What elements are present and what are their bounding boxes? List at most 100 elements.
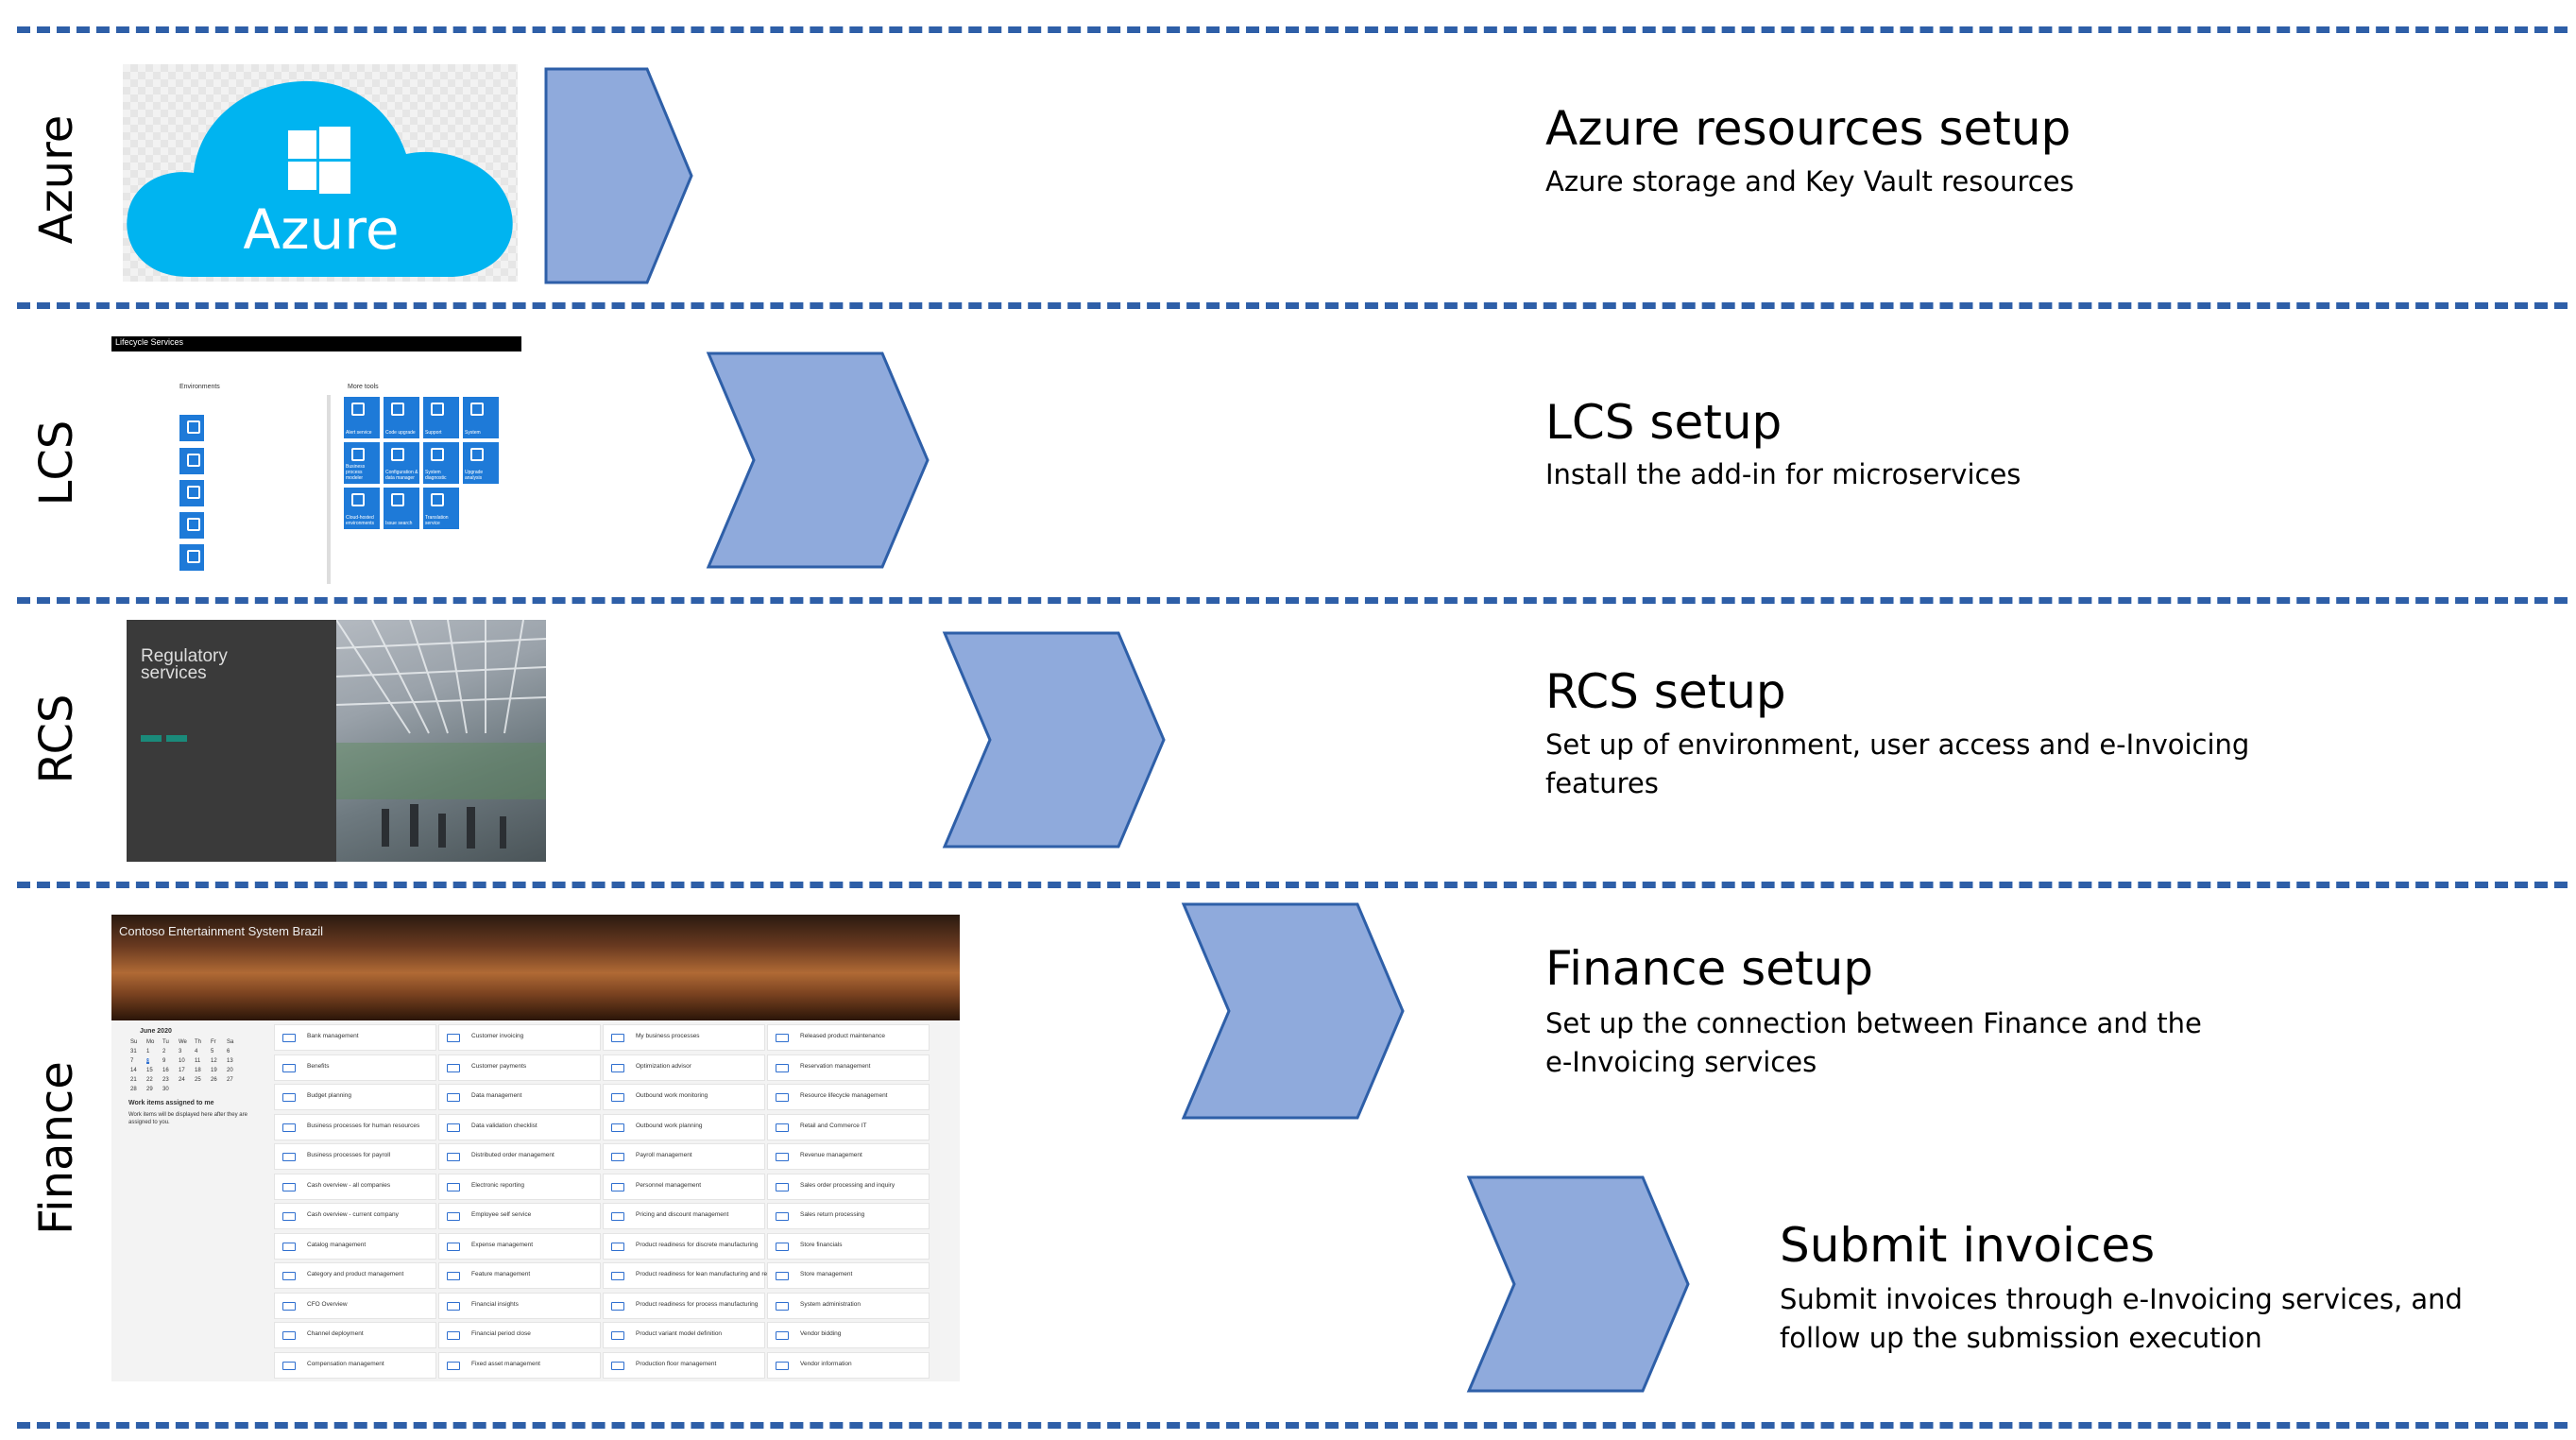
workspace-tile[interactable]: Sales order processing and inquiry <box>767 1173 930 1200</box>
calendar-day[interactable]: 20 <box>227 1068 233 1073</box>
workspace-tile[interactable]: Distributed order management <box>438 1143 601 1170</box>
calendar-day[interactable]: 28 <box>130 1087 137 1092</box>
workspace-tile[interactable]: Revenue management <box>767 1143 930 1170</box>
workspace-tile[interactable]: Budget planning <box>274 1084 436 1110</box>
calendar-day[interactable]: 7 <box>130 1058 134 1064</box>
workspace-tile[interactable]: Fixed asset management <box>438 1351 601 1379</box>
workspace-tile[interactable]: Benefits <box>274 1054 436 1081</box>
workspace-tile[interactable]: Store financials <box>767 1232 930 1260</box>
workspace-tile[interactable]: Personnel management <box>603 1173 765 1200</box>
calendar-day[interactable]: 29 <box>146 1087 153 1092</box>
workspace-tile[interactable]: Feature management <box>438 1262 601 1289</box>
workspace-tile[interactable]: Data validation checklist <box>438 1113 601 1140</box>
lcs-tool-tile[interactable]: Support <box>423 397 459 438</box>
workspace-tile[interactable]: Pricing and discount management <box>603 1203 765 1229</box>
lcs-tool-tile[interactable]: Translation service <box>423 488 459 529</box>
calendar-day[interactable]: 14 <box>130 1068 137 1073</box>
workspace-tile[interactable]: Financial period close <box>438 1322 601 1348</box>
workspace-tile[interactable]: Product readiness for discrete manufactu… <box>603 1232 765 1260</box>
calendar-day[interactable]: 2 <box>162 1049 166 1054</box>
workspace-tile[interactable]: Employee self service <box>438 1203 601 1229</box>
workspace-tile[interactable]: Reservation management <box>767 1054 930 1081</box>
workspace-tile[interactable]: Business processes for payroll <box>274 1143 436 1170</box>
workspace-tile[interactable]: Product readiness for process manufactur… <box>603 1292 765 1319</box>
calendar-day[interactable]: 15 <box>146 1068 153 1073</box>
calendar-day[interactable]: 11 <box>195 1058 201 1064</box>
lcs-env-tile[interactable] <box>179 480 204 506</box>
workspace-tile[interactable]: Expense management <box>438 1232 601 1260</box>
lcs-scrollbar[interactable] <box>327 395 331 584</box>
workspace-tile[interactable]: Customer invoicing <box>438 1024 601 1051</box>
calendar-day[interactable]: 18 <box>195 1068 201 1073</box>
workspace-tile[interactable]: Outbound work monitoring <box>603 1084 765 1110</box>
step-title-rcs: RCS setup <box>1545 664 1786 719</box>
lcs-tool-tile[interactable]: Cloud-hosted environments <box>344 488 380 529</box>
workspace-tile[interactable]: Outbound work planning <box>603 1113 765 1140</box>
workspace-tile[interactable]: Sales return processing <box>767 1203 930 1229</box>
workspace-tile[interactable]: Category and product management <box>274 1262 436 1289</box>
workspace-tile[interactable]: Vendor bidding <box>767 1322 930 1348</box>
workspace-tile[interactable]: Product readiness for lean manufacturing… <box>603 1262 800 1289</box>
workspace-tile[interactable]: Customer payments <box>438 1054 601 1081</box>
workspace-tile[interactable]: Financial insights <box>438 1292 601 1319</box>
lcs-tool-tile[interactable]: System diagnostic <box>423 442 459 484</box>
workspace-tile[interactable]: Vendor information <box>767 1351 930 1379</box>
lcs-tool-tile[interactable]: Issue search <box>384 488 419 529</box>
lcs-env-tile[interactable] <box>179 415 204 441</box>
calendar-day[interactable]: 12 <box>211 1058 217 1064</box>
workspace-tile[interactable]: Store management <box>767 1262 930 1289</box>
calendar-day[interactable]: 16 <box>162 1068 169 1073</box>
calendar-day[interactable]: 4 <box>195 1049 198 1054</box>
calendar-day[interactable]: 23 <box>162 1077 169 1083</box>
calendar-day[interactable]: 5 <box>211 1049 214 1054</box>
workspace-tile[interactable]: CFO Overview <box>274 1292 436 1319</box>
calendar-day[interactable]: 19 <box>211 1068 217 1073</box>
lcs-tool-tile[interactable]: Business process modeler <box>344 442 380 484</box>
calendar-day[interactable]: 30 <box>162 1087 169 1092</box>
lcs-env-tile[interactable] <box>179 544 204 571</box>
calendar-day[interactable]: 31 <box>130 1049 137 1054</box>
calendar-day[interactable]: 3 <box>179 1049 182 1054</box>
lcs-tool-tile[interactable]: Alert service <box>344 397 380 438</box>
rcs-sign-in-button[interactable] <box>166 735 187 742</box>
calendar-day[interactable]: 25 <box>195 1077 201 1083</box>
workspace-tile[interactable]: Compensation management <box>274 1351 436 1379</box>
calendar-day[interactable]: 1 <box>146 1049 150 1054</box>
lcs-env-tile[interactable] <box>179 512 204 539</box>
calendar-day[interactable]: 10 <box>179 1058 185 1064</box>
workspace-tile[interactable]: Cash overview - all companies <box>274 1173 436 1200</box>
calendar-day[interactable]: 8 <box>146 1058 150 1064</box>
workspace-tile[interactable]: Production floor management <box>603 1351 765 1379</box>
calendar-day[interactable]: 24 <box>179 1077 185 1083</box>
workspace-tile[interactable]: System administration <box>767 1292 930 1319</box>
calendar-day[interactable]: 22 <box>146 1077 153 1083</box>
rcs-sign-up-button[interactable] <box>141 735 162 742</box>
workspace-tile[interactable]: Optimization advisor <box>603 1054 765 1081</box>
workspace-label: Outbound work planning <box>636 1122 703 1129</box>
lcs-tool-tile[interactable]: Upgrade analysis <box>463 442 499 484</box>
workspace-tile[interactable]: Retail and Commerce IT <box>767 1113 930 1140</box>
lcs-tool-tile[interactable]: Configuration & data manager <box>384 442 419 484</box>
calendar-day[interactable]: 6 <box>227 1049 230 1054</box>
workspace-tile[interactable]: Payroll management <box>603 1143 765 1170</box>
lcs-tool-tile[interactable]: System <box>463 397 499 438</box>
workspace-tile[interactable]: Data management <box>438 1084 601 1110</box>
lcs-tool-tile[interactable]: Code upgrade <box>384 397 419 438</box>
workspace-tile[interactable]: My business processes <box>603 1024 765 1051</box>
workspace-tile[interactable]: Resource lifecycle management <box>767 1084 930 1110</box>
lcs-env-tile[interactable] <box>179 448 204 474</box>
workspace-tile[interactable]: Electronic reporting <box>438 1173 601 1200</box>
calendar-day[interactable]: 13 <box>227 1058 233 1064</box>
calendar-day[interactable]: 27 <box>227 1077 233 1083</box>
workspace-tile[interactable]: Business processes for human resources <box>274 1113 436 1140</box>
calendar-day[interactable]: 17 <box>179 1068 185 1073</box>
workspace-tile[interactable]: Bank management <box>274 1024 436 1051</box>
workspace-tile[interactable]: Channel deployment <box>274 1322 436 1348</box>
workspace-tile[interactable]: Product variant model definition <box>603 1322 765 1348</box>
calendar-day[interactable]: 26 <box>211 1077 217 1083</box>
workspace-tile[interactable]: Cash overview - current company <box>274 1203 436 1229</box>
calendar-day[interactable]: 21 <box>130 1077 137 1083</box>
workspace-tile[interactable]: Catalog management <box>274 1232 436 1260</box>
calendar-day[interactable]: 9 <box>162 1058 166 1064</box>
workspace-tile[interactable]: Released product maintenance <box>767 1024 930 1051</box>
